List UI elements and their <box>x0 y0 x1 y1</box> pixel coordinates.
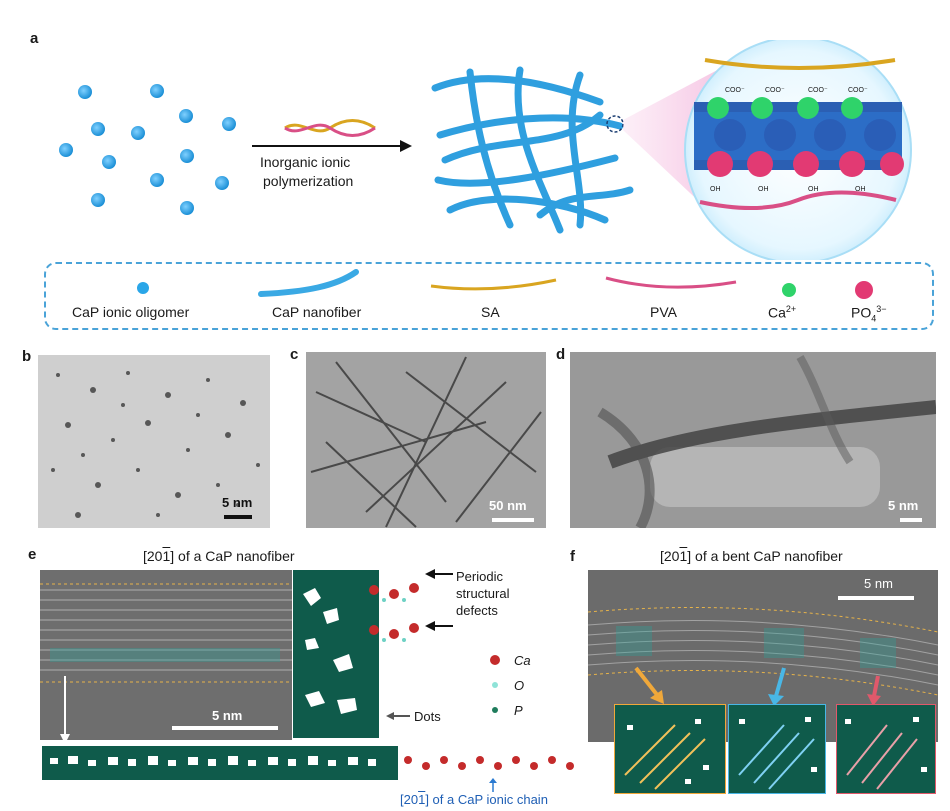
legend-label-oligomer: CaP ionic oligomer <box>72 304 190 320</box>
oligomer-dots <box>59 84 236 215</box>
arrow-label-line2: polymerization <box>263 173 354 189</box>
inset-f-3 <box>836 704 936 794</box>
pva-chain-icon <box>605 276 737 289</box>
atomic-model-e <box>369 583 419 642</box>
inset-oh-label-3: OH <box>808 186 819 193</box>
periodic-arrows <box>425 569 453 631</box>
hrtem-image-e: 5 nm <box>40 570 292 740</box>
inset-f-1 <box>614 704 726 794</box>
panel-a-schematic <box>59 40 912 260</box>
inset-coo-label-2: COO⁻ <box>765 87 785 94</box>
scale-label-b: 5 nm <box>222 495 253 510</box>
legend-label-sa: SA <box>481 304 500 320</box>
tem-image-c: 50 nm <box>306 352 546 528</box>
arrow-label-line1: Inorganic ionic <box>260 154 351 170</box>
scale-label-c: 50 nm <box>489 498 527 513</box>
scale-bar-e <box>172 726 278 730</box>
sa-chain-icon <box>430 278 557 291</box>
legend-label-calcium: Ca2+ <box>768 304 797 321</box>
panel-label-b: b <box>22 348 32 365</box>
chain-arrow <box>489 778 497 792</box>
panel-e-title: [201] of a CaP nanofiber <box>143 548 295 564</box>
legend-box: CaP ionic oligomer CaP nanofiber SA PVA … <box>44 262 934 330</box>
dots-arrow <box>386 712 410 720</box>
dots-label: Dots <box>414 709 441 724</box>
nanofiber-icon <box>258 269 359 297</box>
periodic-defects-label: Periodic structural defects <box>456 569 510 618</box>
atom-key <box>490 655 500 713</box>
panel-label-e: e <box>28 546 37 563</box>
tem-image-d: 5 nm <box>570 352 936 528</box>
inset-coo-label-3: COO⁻ <box>808 87 828 94</box>
down-arrow <box>60 676 70 744</box>
ionic-chain-strip <box>42 746 398 780</box>
legend-label-phosphate: PO43− <box>851 304 887 324</box>
inset-coo-label-1: COO⁻ <box>725 87 745 94</box>
inset-oh-label-4: OH <box>855 186 866 193</box>
filtered-image-e <box>293 570 379 738</box>
atom-p-label: P <box>514 703 523 718</box>
panel-f-arrows <box>634 666 881 706</box>
scale-label-d: 5 nm <box>888 498 919 513</box>
legend-label-nanofiber: CaP nanofiber <box>272 304 362 320</box>
scale-bar-f <box>838 596 914 600</box>
scale-label-e: 5 nm <box>212 708 243 723</box>
nanofiber-network <box>431 66 634 234</box>
panel-label-c: c <box>290 346 299 363</box>
scale-bar-d <box>900 518 922 522</box>
phosphate-ion-icon <box>855 281 873 299</box>
inset-oh-label-1: OH <box>710 186 721 193</box>
panel-label-f: f <box>570 548 575 565</box>
scale-bar-b <box>224 515 252 519</box>
atom-ca-label: Ca <box>514 653 531 668</box>
calcium-ion-icon <box>782 283 796 297</box>
tem-image-b: 5 nm <box>38 355 270 528</box>
panel-label-a: a <box>30 30 39 47</box>
atom-o-label: O <box>514 678 525 693</box>
inset-oh-label-2: OH <box>758 186 769 193</box>
inset-f-2 <box>728 704 826 794</box>
panel-label-d: d <box>556 346 566 363</box>
ionic-chain-model <box>404 756 574 770</box>
inset-detail <box>694 58 904 211</box>
blue-dot-icon <box>137 282 149 294</box>
scale-label-f: 5 nm <box>864 576 893 591</box>
panel-f-title: [201] of a bent CaP nanofiber <box>660 548 843 564</box>
legend-label-pva: PVA <box>650 304 677 320</box>
ionic-chain-label: [201] of a CaP ionic chain <box>400 792 548 807</box>
scale-bar-c <box>492 518 534 522</box>
inset-coo-label-4: COO⁻ <box>848 87 868 94</box>
